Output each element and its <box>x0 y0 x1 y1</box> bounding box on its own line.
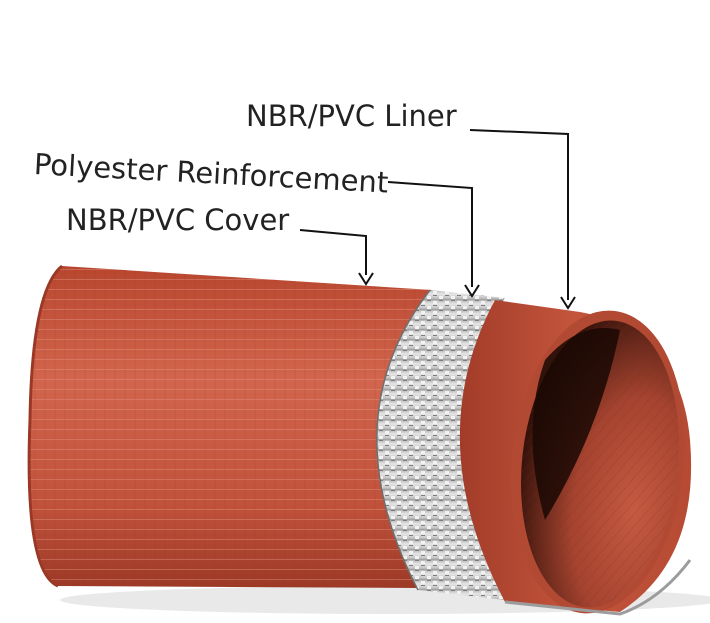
leader-lines <box>299 129 569 300</box>
liner-label: NBR/PVC Liner <box>246 99 457 133</box>
liner-layer <box>459 300 692 616</box>
reinforcement-leader-line <box>387 181 473 287</box>
leader-arrows <box>358 272 576 310</box>
liner-leader-line <box>469 129 569 300</box>
cover-label: NBR/PVC Cover <box>66 203 290 237</box>
cover-leader-line <box>299 229 367 275</box>
liner-arrowhead <box>560 296 576 310</box>
reinforcement-arrowhead <box>464 284 480 298</box>
cover-arrowhead <box>358 272 374 286</box>
cover-layer <box>27 264 432 588</box>
